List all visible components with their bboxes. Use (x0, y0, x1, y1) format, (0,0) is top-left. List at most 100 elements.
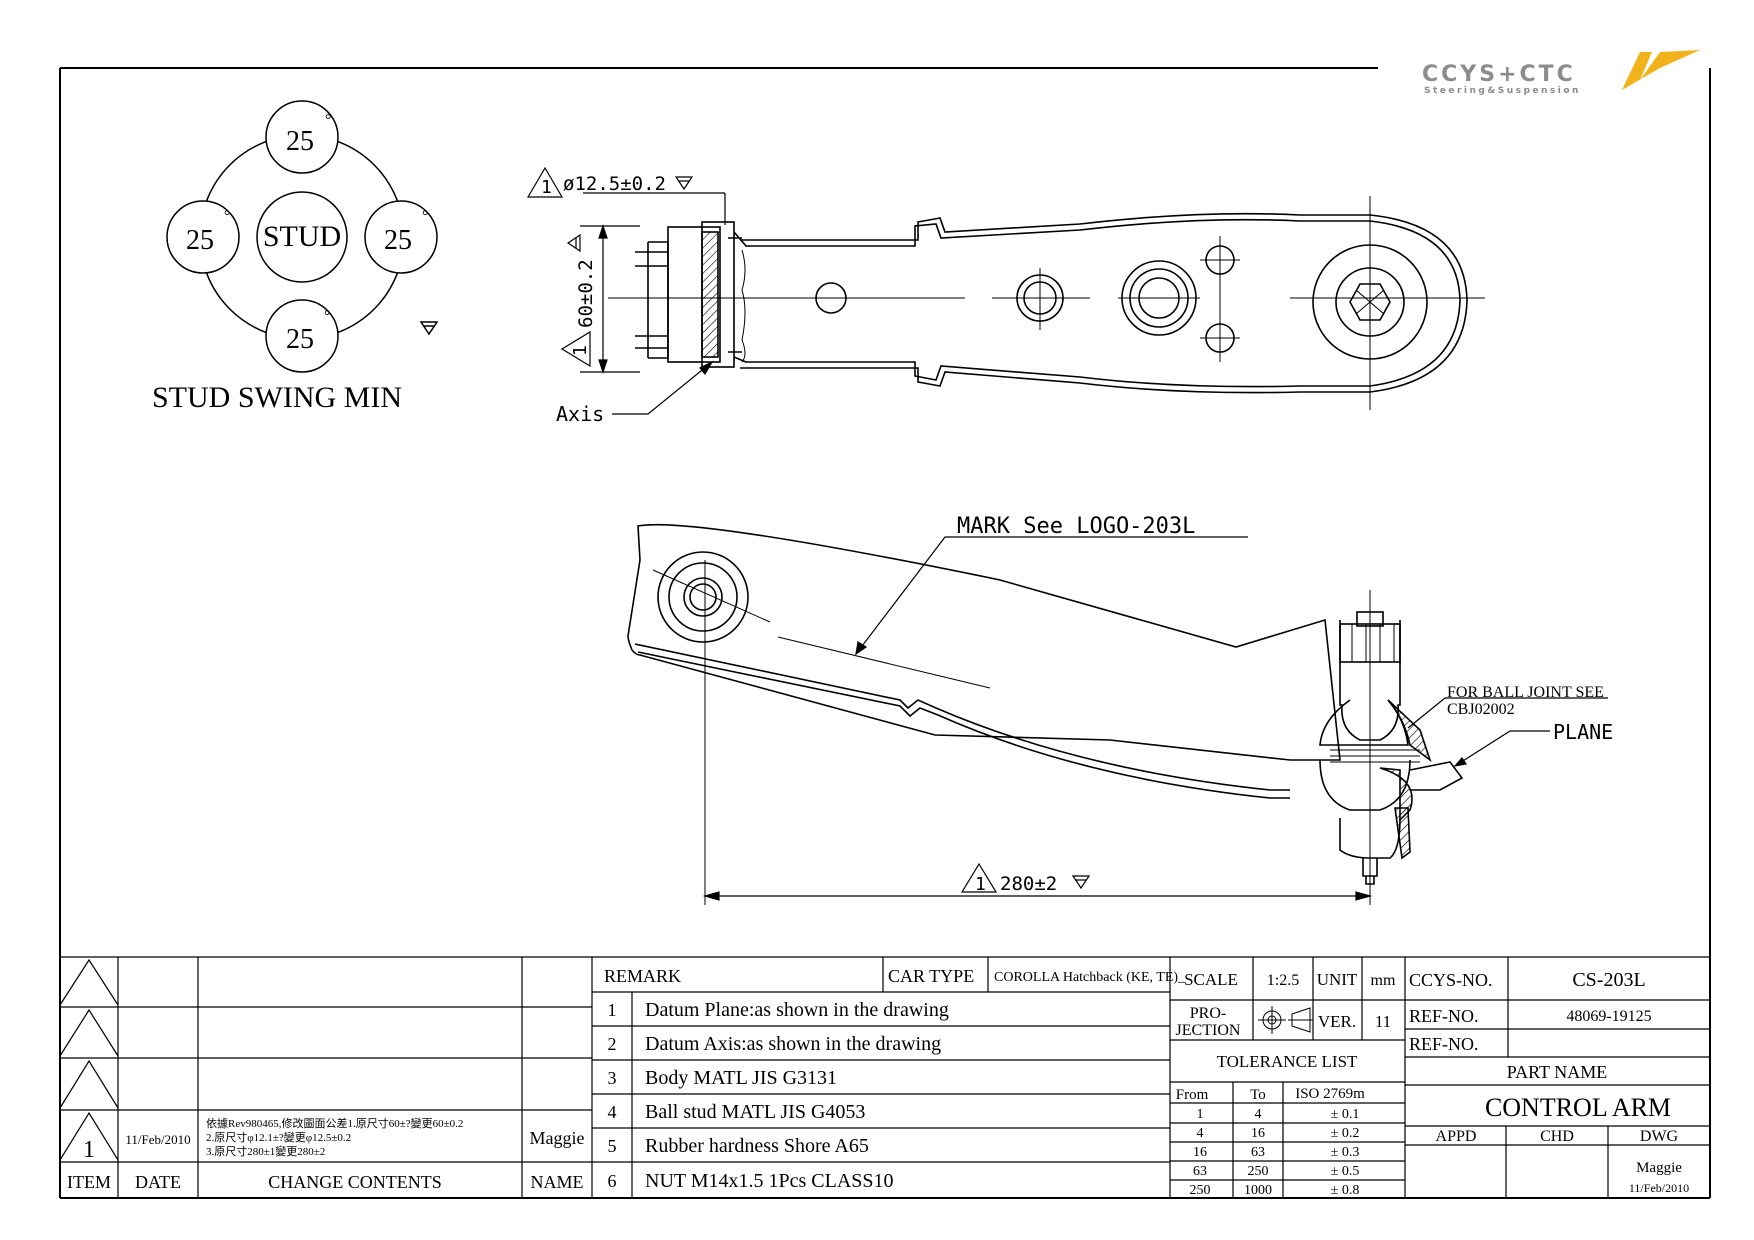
ccys-label: CCYS-NO. (1409, 970, 1493, 990)
ver-label: VER. (1318, 1012, 1356, 1031)
ccys-value: CS-203L (1572, 969, 1645, 991)
dwg-name: Maggie (1636, 1160, 1682, 1176)
rev-change-3: 3.原尺寸280±1變更280±2 (206, 1144, 325, 1158)
stud-swing-labels: STUD 25 25 25 25 ° ° ° ° STUD SWING MIN (152, 112, 428, 414)
remark-text-5: Rubber hardness Shore A65 (645, 1135, 869, 1157)
degree-bottom: ° (324, 308, 330, 325)
title-block-grid (59, 956, 1710, 1198)
rev-triangle-icon (59, 958, 119, 1161)
tol-to-1: 4 (1255, 1107, 1262, 1122)
rev-change-1: 依據Rev980465,修改圖面公差1.原尺寸60±?變更60±0.2 (206, 1116, 463, 1130)
stud-circle (256, 191, 348, 283)
swing-top-circle (265, 100, 339, 174)
triangle-marker-length-icon (960, 862, 998, 893)
stud-swing-caption: STUD SWING MIN (152, 381, 402, 414)
ball-joint-leader (1407, 697, 1608, 729)
projection-label-2: JECTION (1176, 1022, 1241, 1039)
bushing-side-core (689, 583, 717, 611)
dwg-label: DWG (1640, 1128, 1679, 1145)
logo-tagline: Steering&Suspension (1424, 86, 1581, 96)
ball-socket (1319, 759, 1411, 811)
remark-text-1: Datum Plane:as shown in the drawing (645, 999, 949, 1021)
axis-label: Axis (556, 402, 604, 426)
swing-right-circle (364, 200, 438, 274)
remark-no-5: 5 (608, 1136, 617, 1156)
tol-val-5: ± 0.8 (1331, 1183, 1360, 1198)
plane-leader (1454, 730, 1550, 767)
triangle-marker-diameter-icon (526, 166, 564, 198)
rev-change-2: 2.原尺寸φ12.1±?變更φ12.5±0.2 (206, 1130, 351, 1144)
break-line (741, 249, 746, 363)
tol-to-5: 1000 (1244, 1183, 1272, 1198)
tol-from-5: 250 (1190, 1183, 1211, 1198)
degree-top: ° (325, 112, 331, 129)
finish-symbol-length-icon (1071, 875, 1091, 890)
swing-left-circle (166, 200, 240, 274)
finish-symbol-height-icon (566, 233, 581, 253)
rev-name: Maggie (530, 1128, 585, 1148)
remark-header: REMARK (604, 966, 681, 986)
finish-symbol-icon (419, 321, 439, 336)
diameter-callout: ø12.5±0.2 (563, 173, 666, 195)
arm-lower-edge-2 (637, 651, 1290, 799)
unit-label: UNIT (1317, 970, 1358, 989)
rev-header-change: CHANGE CONTENTS (268, 1172, 442, 1192)
top-view (635, 212, 1468, 394)
remark-text-2: Datum Axis:as shown in the drawing (645, 1033, 941, 1055)
tol-from-4: 63 (1193, 1164, 1207, 1179)
side-view-centerlines (652, 560, 1371, 905)
unit-value: mm (1371, 972, 1396, 989)
angle-right: 25 (384, 225, 412, 256)
degree-left: ° (224, 208, 230, 225)
tol-from-2: 4 (1197, 1126, 1204, 1141)
height-callout: 60±0.2 (575, 259, 597, 328)
projection-symbol-icon (1258, 1006, 1313, 1034)
tol-from-1: 1 (1197, 1107, 1204, 1122)
drawing-border (59, 67, 1711, 1199)
tol-val-3: ± 0.3 (1331, 1145, 1360, 1160)
arm-inner-top (745, 218, 1461, 388)
chd-label: CHD (1540, 1128, 1574, 1145)
bushing-flange (635, 241, 669, 359)
part-name-value: CONTROL ARM (1485, 1093, 1671, 1122)
arm-lower-edge (634, 643, 1290, 791)
remark-text-3: Body MATL JIS G3131 (645, 1067, 837, 1089)
remark-text-6: NUT M14x1.5 1Pcs CLASS10 (645, 1170, 894, 1192)
degree-right: ° (422, 208, 428, 225)
remark-text-4: Ball stud MATL JIS G4053 (645, 1101, 865, 1123)
triangle-marker-diameter-number: 1 (541, 177, 552, 198)
ball-boot-hatch (1387, 699, 1432, 763)
tol-header-to: To (1250, 1087, 1266, 1103)
company-logo: CCYS+CTC Steering&Suspension (1422, 50, 1700, 96)
ref1-label: REF-NO. (1409, 1006, 1479, 1026)
triangle-marker-height-icon (560, 330, 591, 368)
tol-to-2: 16 (1251, 1126, 1265, 1141)
side-view-text: MARK See LOGO-203L FOR BALL JOINT SEE CB… (957, 514, 1613, 895)
scale-value: 1:2.5 (1267, 972, 1299, 989)
rev-header-item: ITEM (67, 1172, 111, 1192)
tol-header-iso: ISO 2769m (1295, 1086, 1365, 1102)
tolerance-title: TOLERANCE LIST (1217, 1052, 1358, 1071)
dwg-date: 11/Feb/2010 (1629, 1181, 1689, 1195)
appd-label: APPD (1436, 1128, 1477, 1145)
title-block-text: ITEM DATE CHANGE CONTENTS NAME 1 11/Feb/… (67, 966, 1689, 1198)
finish-symbol-diameter-icon (674, 176, 694, 191)
bushing-side-outer (657, 551, 749, 643)
castle-nut-hex (1349, 283, 1391, 321)
part-name-label: PART NAME (1507, 1062, 1607, 1082)
stud-swing-diagram (166, 100, 439, 373)
tol-to-3: 63 (1251, 1145, 1265, 1160)
tolerance-rows: 1 4 ± 0.1 4 16 ± 0.2 16 63 ± 0.3 63 250 … (1190, 1107, 1360, 1198)
logo-swoosh-icon (1622, 50, 1700, 90)
rev-date: 11/Feb/2010 (125, 1132, 190, 1147)
rev-header-name: NAME (531, 1172, 584, 1192)
side-view (627, 523, 1464, 885)
bushing-rubber-hatch (701, 231, 719, 358)
tol-val-2: ± 0.2 (1331, 1126, 1360, 1141)
mark-leader (855, 536, 1248, 655)
angle-left: 25 (186, 225, 214, 256)
remark-no-6: 6 (608, 1171, 617, 1191)
arm-outline-side (627, 523, 1341, 761)
top-view-centerlines (608, 196, 1485, 410)
remark-no-3: 3 (608, 1068, 617, 1088)
